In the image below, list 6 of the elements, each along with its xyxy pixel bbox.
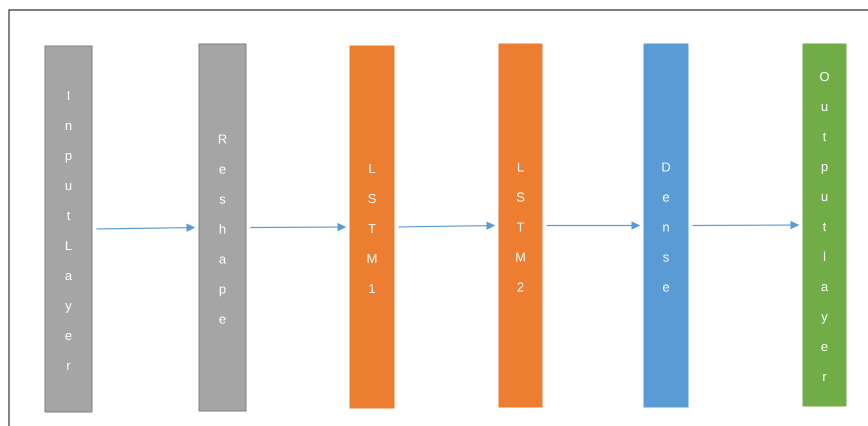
layer-box: Outputlayer: [802, 44, 846, 406]
layer-box: InputLayer: [44, 46, 92, 412]
layer-box: Dense: [644, 44, 688, 408]
layer-box: Reshape: [198, 44, 246, 412]
layer-box: LSTM2: [498, 44, 542, 408]
layer-box: LSTM1: [350, 46, 394, 408]
